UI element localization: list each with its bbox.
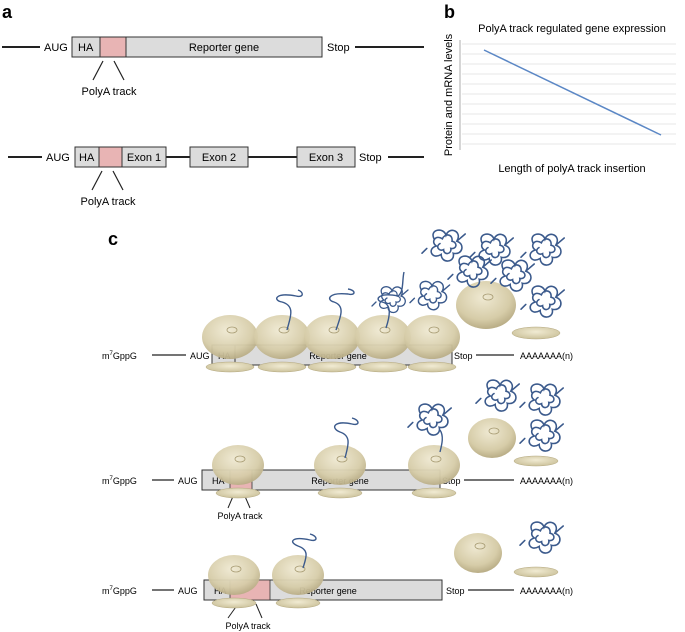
ribosome-icon: [404, 315, 460, 373]
exon-3-label: Exon 3: [309, 152, 343, 164]
ha-tag-label: HA: [78, 42, 94, 54]
nascent-chain-icon: [291, 533, 317, 569]
stop-codon-label: Stop: [442, 476, 461, 486]
polya-pointer-right: [112, 170, 124, 191]
polya-track-box: [99, 36, 127, 58]
exon-3-box: [296, 146, 356, 168]
ribosome-icon: [272, 555, 324, 609]
folded-protein-icon: [371, 286, 409, 314]
folded-protein-icon: [519, 419, 564, 452]
ribosome-small-subunit-icon: [513, 455, 559, 467]
folded-protein-icon: [421, 229, 466, 262]
start-codon-label: AUG: [46, 152, 70, 164]
panel-c-label: c: [108, 229, 118, 249]
mrna-row-2: m7GppG AUG HA Reporter gene Stop AAAAAAA…: [102, 379, 573, 521]
polya-track-label: PolyA track: [81, 86, 137, 98]
ribosome-small-subunit-icon: [513, 566, 559, 578]
folded-protein-icon: [407, 403, 452, 436]
folded-protein-icon: [519, 383, 564, 416]
folded-protein-icon: [520, 233, 565, 266]
ribosome-icon: [408, 445, 460, 499]
stop-codon-label: Stop: [359, 152, 382, 164]
stop-codon-label: Stop: [446, 586, 465, 596]
reporter-gene-label: Reporter gene: [189, 42, 259, 54]
exon-1-box: [121, 146, 167, 168]
ribosome-icon: [468, 418, 516, 458]
chart-x-label: Length of polyA track insertion: [498, 163, 645, 175]
polya-track-label: PolyA track: [225, 621, 271, 631]
exon-2-label: Exon 2: [202, 152, 236, 164]
mrna-row-1: m7GppG AUG HA Reporter gene Stop AAAAAAA…: [102, 229, 573, 373]
ribosome-icon: [355, 315, 411, 373]
nascent-chain-icon: [276, 289, 303, 331]
exon-2-box: [189, 146, 249, 168]
ribosome-icon: [208, 555, 260, 609]
panel-c: c m7GppG AUG HA Reporter gene Stop AAAAA…: [102, 229, 573, 631]
folded-protein-icon: [475, 379, 520, 412]
ribosome-icon: [254, 315, 310, 373]
cap-label: m7GppG: [102, 586, 137, 596]
polya-pointer-left: [92, 60, 104, 81]
polya-track-box: [98, 146, 123, 168]
polya-pointer-right: [255, 603, 263, 619]
ribosome-icon: [304, 315, 360, 373]
panel-b: b PolyA track regulated gene expression …: [443, 2, 676, 175]
panel-a-label: a: [2, 2, 13, 22]
stop-codon-label: Stop: [454, 351, 473, 361]
chart-gridlines: [462, 43, 676, 145]
cap-label: m7GppG: [102, 351, 137, 361]
nascent-chain-icon: [439, 429, 443, 453]
exon-1-label: Exon 1: [127, 152, 161, 164]
folded-protein-icon: [519, 521, 564, 554]
reporter-gene-box: [125, 36, 323, 58]
cap-label: m7GppG: [102, 476, 137, 486]
ribosome-small-subunit-icon: [511, 326, 561, 340]
polya-tail-label: AAAAAAA(n): [520, 476, 573, 486]
reporter-gene-label: Reporter gene: [299, 586, 357, 596]
polya-track-label: PolyA track: [80, 196, 136, 208]
ha-tag-label: HA: [79, 152, 95, 164]
start-codon-label: AUG: [44, 42, 68, 54]
polya-track-label: PolyA track: [217, 511, 263, 521]
chart-title: PolyA track regulated gene expression: [478, 23, 666, 35]
mrna-row-3: m7GppG AUG HA Reporter gene Stop AAAAAAA…: [102, 521, 573, 631]
chart-y-label: Protein and mRNA levels: [443, 33, 455, 156]
nascent-chain-icon: [333, 417, 359, 459]
construct-reporter: AUG HA Reporter gene Stop PolyA track: [2, 36, 424, 98]
chart-series-line: [483, 49, 662, 136]
start-codon-label: AUG: [178, 476, 198, 486]
panel-a: a AUG HA Reporter gene Stop PolyA track …: [2, 2, 424, 208]
start-codon-label: AUG: [178, 586, 198, 596]
panel-b-label: b: [444, 2, 455, 22]
polya-tail-label: AAAAAAA(n): [520, 351, 573, 361]
folded-protein-icon: [409, 280, 451, 311]
ribosome-icon: [454, 533, 502, 573]
polya-pointer-right: [113, 60, 125, 81]
folded-protein-icon: [520, 285, 565, 318]
ribosome-icon: [212, 445, 264, 499]
polya-pointer-left: [91, 170, 103, 191]
polya-tail-label: AAAAAAA(n): [520, 586, 573, 596]
start-codon-label: AUG: [190, 351, 210, 361]
stop-codon-label: Stop: [327, 42, 350, 54]
construct-exons: AUG HA Exon 1 Exon 2 Exon 3 Stop PolyA t…: [8, 146, 424, 208]
ribosome-icon: [456, 281, 516, 329]
nascent-chain-icon: [328, 288, 355, 331]
ribosome-icon: [314, 445, 366, 499]
ha-tag-label: HA: [212, 476, 225, 486]
ribosome-icon: [202, 315, 258, 373]
